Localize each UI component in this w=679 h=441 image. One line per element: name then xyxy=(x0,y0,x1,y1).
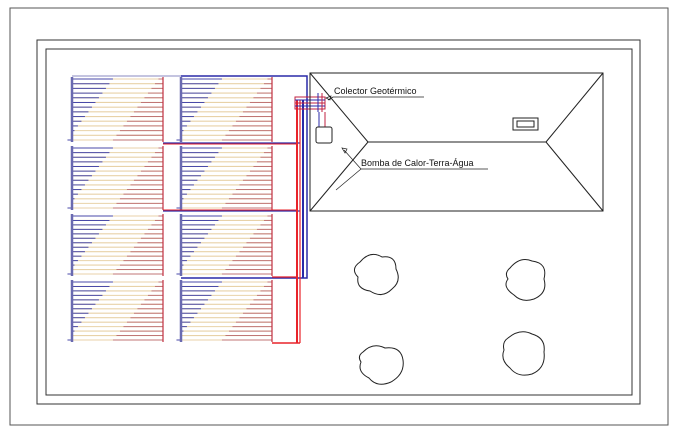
collector-field xyxy=(67,75,273,342)
collector-annotation: Colector Geotérmico Bomba de Calor-Terra… xyxy=(325,86,488,191)
sheet-border xyxy=(9,7,669,426)
house-roof-plan xyxy=(309,72,604,212)
plot-boundary-outer xyxy=(36,39,641,405)
collector-panel xyxy=(176,214,273,276)
pipes xyxy=(163,75,308,344)
collector-panel xyxy=(67,77,164,142)
collector-panel xyxy=(176,280,273,342)
plot-boundary-inner xyxy=(45,48,633,396)
collector-label: Colector Geotérmico xyxy=(334,86,417,96)
trees xyxy=(354,253,546,385)
collector-panel xyxy=(67,280,164,342)
collector-panel xyxy=(67,146,164,210)
heat-pump-label: Bomba de Calor-Terra-Água xyxy=(361,158,474,168)
heat-pump-unit xyxy=(315,126,333,144)
collector-panel xyxy=(176,77,273,142)
collector-panel xyxy=(67,214,164,276)
collector-panel xyxy=(176,146,273,210)
